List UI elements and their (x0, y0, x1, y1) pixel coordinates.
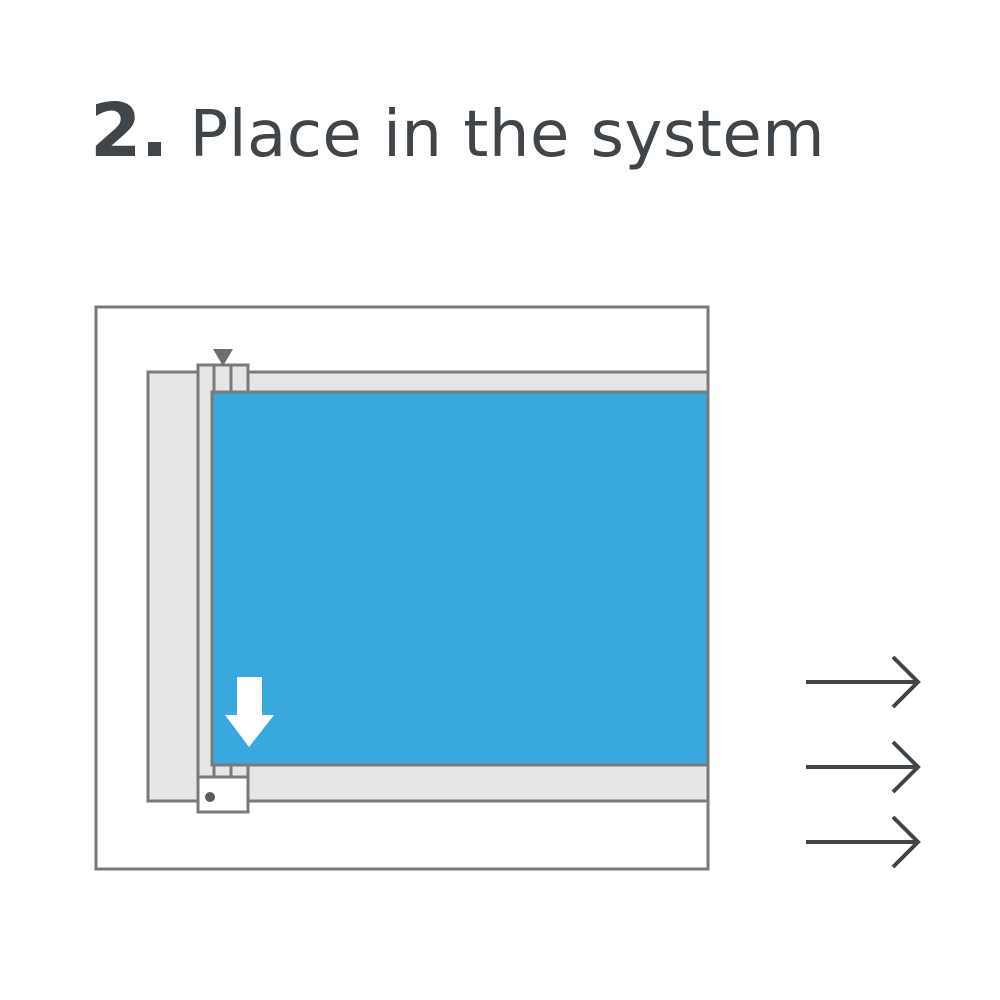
top-rail (246, 370, 710, 395)
right-arrow-icon (806, 655, 921, 709)
side-profile (146, 370, 202, 803)
bracket-screw (205, 792, 215, 802)
down-arrow-icon (225, 677, 274, 747)
step-title: Place in the system (189, 98, 826, 172)
screen-panel (210, 390, 710, 767)
bottom-rail (246, 763, 710, 803)
right-arrow-icon (806, 740, 921, 794)
bottom-bracket (196, 775, 250, 814)
top-stopper-icon (213, 349, 233, 366)
page-title: 2. Place in the system (90, 88, 825, 174)
motion-arrows (806, 655, 921, 869)
step-number: 2. (90, 88, 169, 174)
right-arrow-icon (806, 815, 921, 869)
